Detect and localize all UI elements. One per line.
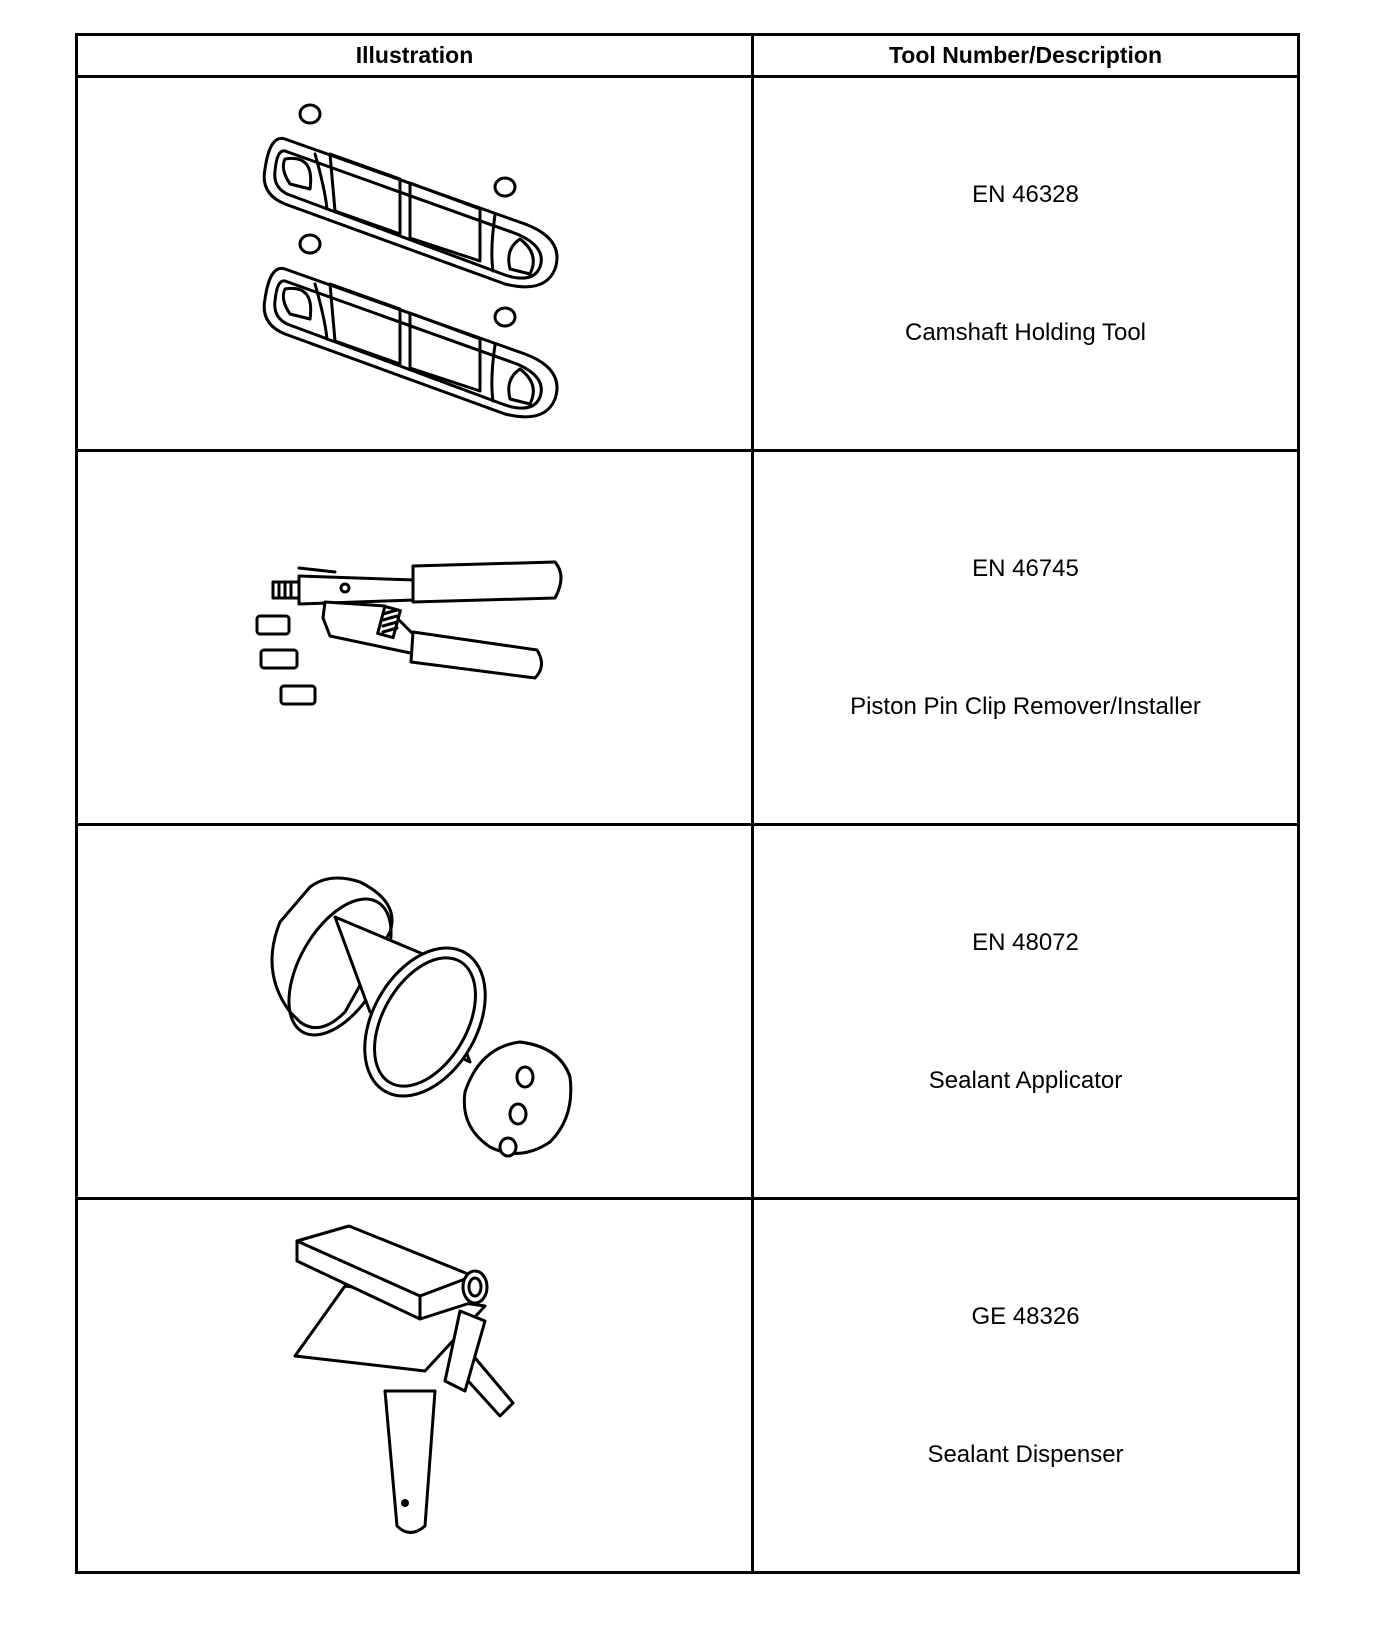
tool-number: EN 46328	[972, 180, 1079, 208]
description-cell: EN 46745 Piston Pin Clip Remover/Install…	[751, 449, 1300, 826]
illustration-cell	[75, 449, 754, 826]
tool-description: Piston Pin Clip Remover/Installer	[850, 692, 1201, 720]
header-illustration: Illustration	[75, 33, 754, 78]
tool-number: GE 48326	[971, 1302, 1080, 1330]
tool-description: Sealant Applicator	[928, 1066, 1123, 1094]
tool-description: Camshaft Holding Tool	[904, 318, 1147, 346]
illustration-cell	[75, 75, 754, 452]
illustration-cell	[75, 823, 754, 1200]
sealant-applicator-icon	[270, 876, 572, 1157]
table-row: GE 48326 Sealant Dispenser	[75, 1197, 1300, 1574]
table-header-row: Illustration Tool Number/Description	[75, 33, 1300, 78]
description-cell: EN 48072 Sealant Applicator	[751, 823, 1300, 1200]
sealant-dispenser-icon	[293, 1224, 514, 1534]
table-row: EN 46328 Camshaft Holding Tool	[75, 75, 1300, 452]
description-cell: EN 46328 Camshaft Holding Tool	[751, 75, 1300, 452]
illustration-cell	[75, 1197, 754, 1574]
description-cell: GE 48326 Sealant Dispenser	[751, 1197, 1300, 1574]
piston-pin-clip-tool-icon	[255, 560, 562, 705]
camshaft-holding-tool-icon	[262, 103, 558, 418]
table-row: EN 48072 Sealant Applicator	[75, 823, 1300, 1200]
tool-number: EN 48072	[972, 928, 1079, 956]
holding-plate-top	[262, 103, 558, 288]
tool-description: Sealant Dispenser	[927, 1440, 1124, 1468]
special-tools-table: Illustration Tool Number/Description	[75, 33, 1300, 1574]
header-tool-number-description: Tool Number/Description	[751, 33, 1300, 78]
table-row: EN 46745 Piston Pin Clip Remover/Install…	[75, 449, 1300, 826]
tool-number: EN 46745	[972, 554, 1079, 582]
holding-plate-bottom	[262, 233, 558, 418]
